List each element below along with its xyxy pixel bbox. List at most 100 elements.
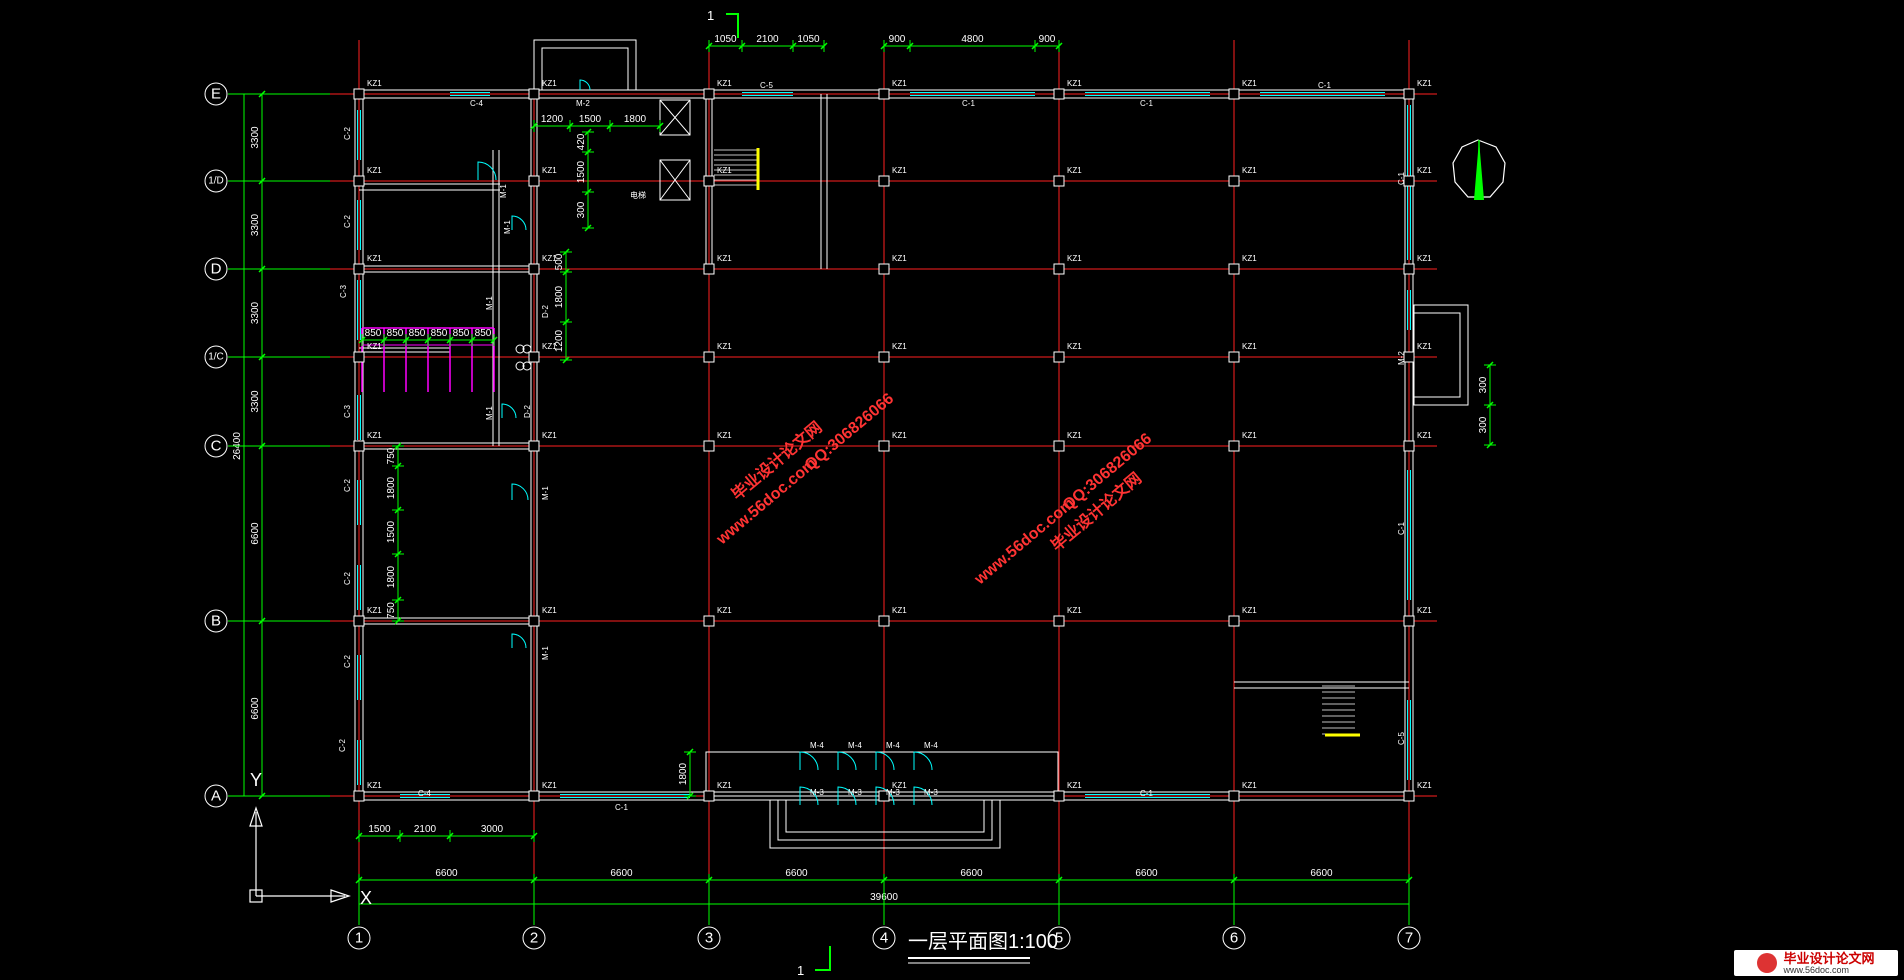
side-entry-dimension-text: 300 [1478,416,1489,433]
window-label: C-2 [343,655,352,668]
door-swing [511,633,527,649]
column-kz1 [1403,615,1415,627]
door-label: M-1 [499,184,508,198]
bay-dimension-text: 6600 [785,868,808,879]
column-kz1 [528,351,540,363]
column-label: KZ1 [542,342,557,351]
axis-bubble-label: 1/C [208,352,224,363]
column-kz1 [1403,440,1415,452]
column-label: KZ1 [1067,79,1082,88]
right-wing-dimension-text: 1200 [554,329,565,352]
column-label: KZ1 [367,254,382,263]
axis-bubble-label: 2 [530,930,538,947]
axis-bubble-label: 1 [355,930,363,947]
left-room-dimension-slash [394,550,402,558]
drawing-title: 一层平面图1:100 [908,931,1058,953]
sink-fixture [522,344,532,354]
left-room-dimension-text: 1800 [386,565,397,588]
door-label-m3: M-3 [810,788,824,797]
column-kz1 [1053,351,1065,363]
left-room-dimension-slash [394,596,402,604]
stair-height-dimension-text: 1500 [576,160,587,183]
elevator-shaft [659,99,691,136]
top-left-dimension-text: 2100 [756,34,779,45]
column-kz1 [878,88,890,100]
axis-bubble [204,169,228,193]
window-label: C-3 [339,285,348,298]
bay-dimension-text: 6600 [1310,868,1333,879]
stair-room-dimension-slash [656,122,664,130]
door-swing-m3 [837,786,857,806]
column-kz1 [528,88,540,100]
door-label: M-1 [541,646,550,660]
column-kz1 [1228,263,1240,275]
window-label: C-1 [1397,522,1406,535]
side-entry-dimension-slash [1486,441,1494,449]
toilet-stall-dimension-text: 850 [409,328,426,339]
axis-bubble [1222,926,1246,950]
door-label: M-1 [485,296,494,310]
toilet-stall-dimension-slash [380,336,388,344]
bottom-left-dimension-text: 3000 [481,824,504,835]
elevator-shaft [659,159,691,201]
column-label: KZ1 [892,606,907,615]
column-label: KZ1 [892,781,907,790]
left-room-dimension-slash [394,442,402,450]
bottom-left-dimension-text: 2100 [414,824,437,835]
door-swing [501,403,517,419]
column-kz1 [528,790,540,802]
sink-fixture [522,361,532,371]
top-middle-dimension-text: 900 [1039,34,1056,45]
axis-bubble [204,609,228,633]
window-label: C-1 [1397,172,1406,185]
opening-label: D-2 [541,305,550,318]
toilet-stall-dimension-text: 850 [365,328,382,339]
axis-bubble [697,926,721,950]
left-room-dimension-text: 750 [386,602,397,619]
dimension-lines [243,40,1496,910]
stair-room-dimension-slash [530,122,538,130]
column-kz1 [353,440,365,452]
column-kz1 [353,790,365,802]
axis-bubble [522,926,546,950]
window-label: C-1 [1140,789,1153,798]
door-label: M-2 [576,99,590,108]
door-swing-m4 [799,751,819,771]
opening-label: D-2 [523,405,532,418]
top-middle-dimension-slash [906,42,914,50]
stair-room-dimension-slash [566,122,574,130]
column-label: KZ1 [542,431,557,440]
north-arrow-icon [1452,139,1506,200]
right-wing-dimension-text: 500 [554,253,565,270]
column-label: KZ1 [1417,254,1432,263]
bottom-left-dimension-slash [396,832,404,840]
bottom-left-dimension-slash [530,832,538,840]
column-kz1 [703,263,715,275]
column-label: KZ1 [1242,781,1257,790]
column-label: KZ1 [367,166,382,175]
door-label-m4: M-4 [848,741,862,750]
door-label: M-1 [503,220,512,234]
column-kz1 [353,263,365,275]
column-label: KZ1 [1417,79,1432,88]
column-label: KZ1 [1067,781,1082,790]
column-label: KZ1 [1067,606,1082,615]
row-dimension-text: 6600 [250,697,261,720]
stair-room-dimension-text: 1500 [579,114,602,125]
column-label: KZ1 [367,431,382,440]
column-kz1 [1053,615,1065,627]
column-kz1 [1228,440,1240,452]
top-left-dimension-slash [705,42,713,50]
door-label-m4: M-4 [810,741,824,750]
axis-bubble-label: D [211,261,222,278]
door-label-m3: M-3 [886,788,900,797]
door-swing [477,161,497,181]
bottom-left-dimension-slash [446,832,454,840]
window-label: C-2 [343,479,352,492]
column-label: KZ1 [1242,606,1257,615]
right-wing-dimension-slash [562,318,570,326]
door-label: M-1 [485,406,494,420]
section-mark-top-label: 1 [707,8,714,23]
